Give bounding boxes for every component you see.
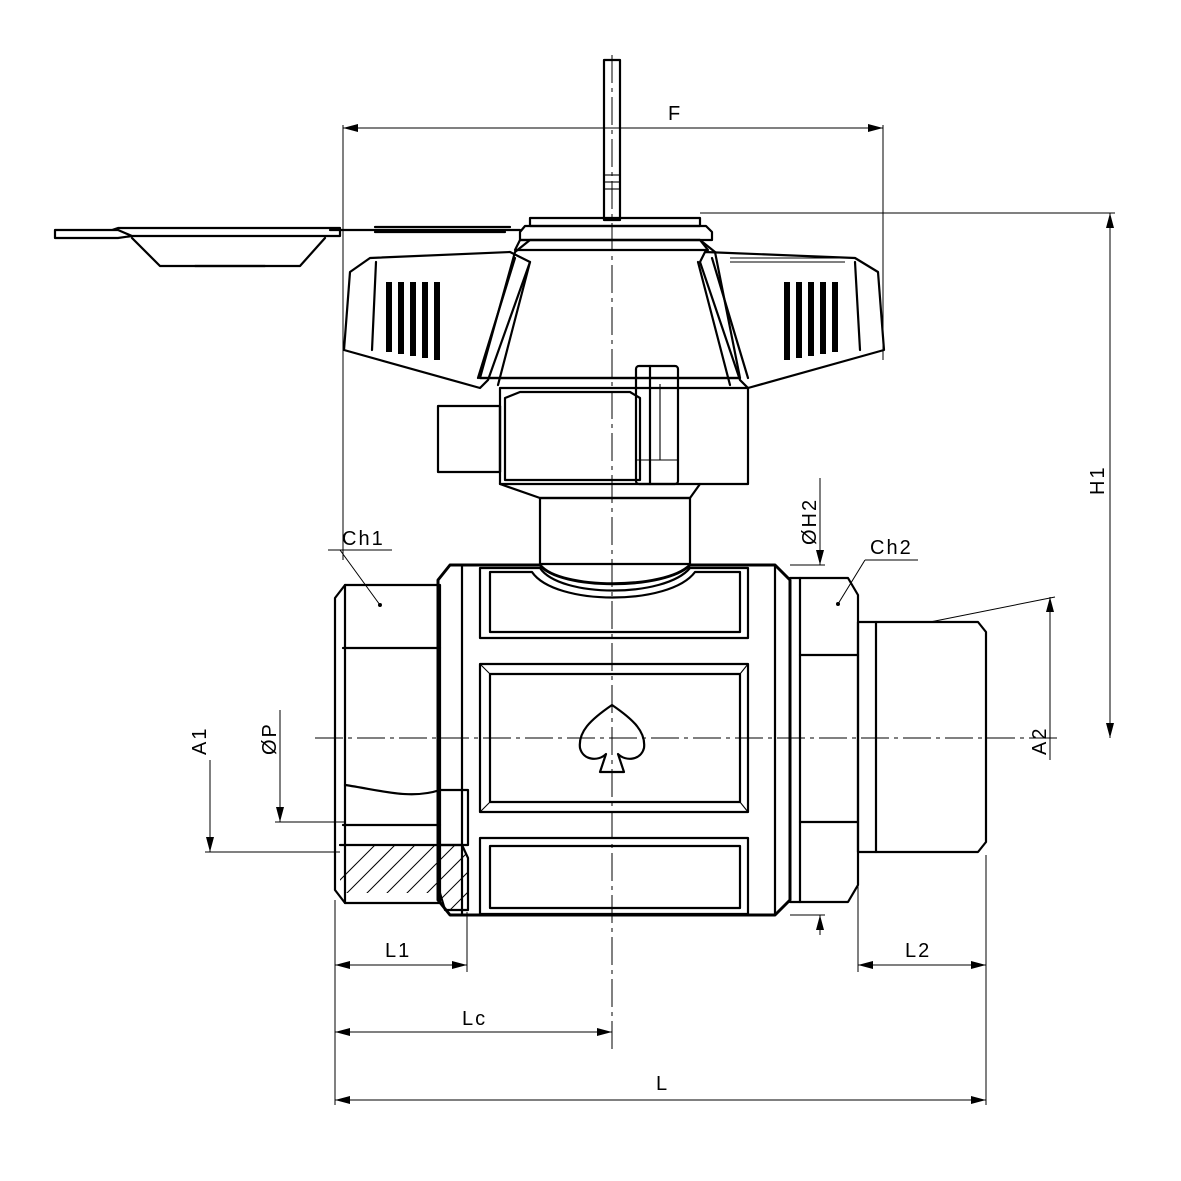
dim-label-F: F	[668, 103, 682, 125]
dim-label-H1: H1	[1087, 465, 1109, 495]
center-lines	[315, 55, 1060, 1050]
dim-label-L2: L2	[905, 940, 931, 962]
valve-neck	[436, 364, 750, 566]
stem-top	[513, 58, 714, 252]
spade-logo-icon	[578, 703, 646, 774]
valve-body	[333, 563, 988, 917]
dim-label-A2: A2	[1029, 727, 1051, 755]
dim-label-P: ØP	[259, 722, 281, 755]
right-wing-grip	[784, 282, 838, 360]
dim-label-Lc: Lc	[462, 1008, 487, 1030]
lever-handle	[53, 225, 522, 268]
section-hatch	[340, 845, 468, 910]
dim-label-Ch1: Ch1	[342, 528, 385, 550]
dim-label-L1: L1	[385, 940, 411, 962]
dimensions: F H1 ØH2 Ch1 Ch2 A1 ØP	[189, 103, 1115, 1105]
dim-label-H2: ØH2	[799, 498, 821, 545]
left-wing-grip	[386, 282, 440, 360]
dim-label-L: L	[656, 1073, 669, 1095]
dim-label-Ch2: Ch2	[870, 537, 913, 559]
handle-wings	[342, 238, 886, 390]
dim-label-A1: A1	[189, 727, 211, 755]
